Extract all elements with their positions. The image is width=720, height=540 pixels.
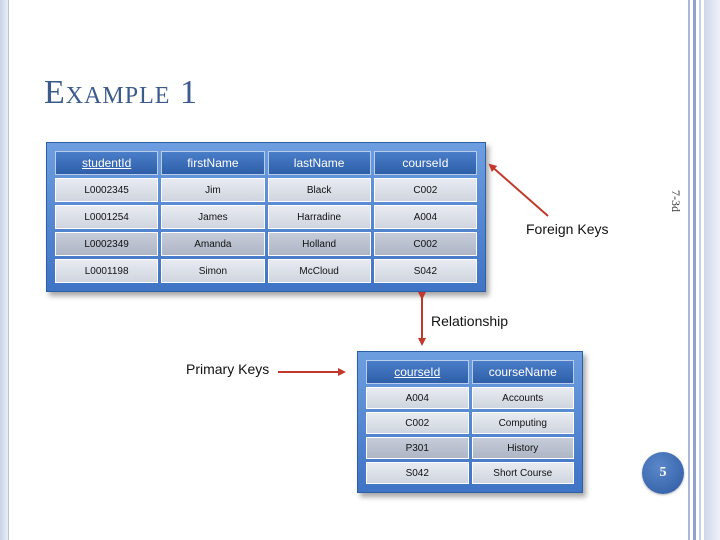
column-header-courseid: courseId — [373, 151, 477, 175]
table-cell: Black — [267, 178, 371, 202]
table-cell: Holland — [267, 232, 371, 256]
table-cell: L0001198 — [55, 259, 159, 283]
page-number-badge: 5 — [642, 452, 684, 494]
table-cell: Harradine — [267, 205, 371, 229]
table-cell: C002 — [373, 178, 477, 202]
foreign-keys-label: Foreign Keys — [526, 221, 609, 237]
table-cell: P301 — [366, 437, 469, 459]
table-cell: L0002345 — [55, 178, 159, 202]
table-row: L0002349 Amanda Holland C002 — [55, 232, 477, 256]
course-data-table: courseId courseName A004 Accounts C002 C… — [363, 357, 577, 487]
primary-keys-label: Primary Keys — [186, 361, 270, 377]
table-cell: A004 — [366, 387, 469, 409]
table-cell: A004 — [373, 205, 477, 229]
stripe — [699, 0, 701, 540]
table-row: S042 Short Course — [366, 462, 574, 484]
table-cell: C002 — [366, 412, 469, 434]
slide-title: Example 1 — [44, 74, 198, 111]
table-header-row: studentId firstName lastName courseId — [55, 151, 477, 175]
table-cell: C002 — [373, 232, 477, 256]
table-header-row: courseId courseName — [366, 360, 574, 384]
table-cell: McCloud — [267, 259, 371, 283]
table-row: C002 Computing — [366, 412, 574, 434]
table-cell: Simon — [161, 259, 265, 283]
table-cell: James — [161, 205, 265, 229]
student-data-table: studentId firstName lastName courseId L0… — [52, 148, 480, 286]
student-table: studentId firstName lastName courseId L0… — [46, 142, 486, 292]
table-cell: History — [471, 437, 574, 459]
column-header-firstname: firstName — [161, 151, 265, 175]
column-header-coursename: courseName — [471, 360, 574, 384]
right-decorative-stripes — [688, 0, 720, 540]
table-row: A004 Accounts — [366, 387, 574, 409]
table-cell: Jim — [161, 178, 265, 202]
table-row: L0001198 Simon McCloud S042 — [55, 259, 477, 283]
table-cell: L0001254 — [55, 205, 159, 229]
table-cell: Amanda — [161, 232, 265, 256]
relationship-label: Relationship — [431, 313, 509, 329]
column-header-courseid: courseId — [366, 360, 469, 384]
table-cell: S042 — [366, 462, 469, 484]
column-header-lastname: lastName — [267, 151, 371, 175]
stripe — [688, 0, 690, 540]
column-header-studentid: studentId — [55, 151, 159, 175]
table-cell: S042 — [373, 259, 477, 283]
table-cell: Accounts — [471, 387, 574, 409]
table-cell: Computing — [471, 412, 574, 434]
side-label: 7-3d — [669, 190, 683, 212]
stripe — [693, 0, 696, 540]
table-row: P301 History — [366, 437, 574, 459]
stripe — [704, 0, 720, 540]
left-border — [0, 0, 9, 540]
course-table: courseId courseName A004 Accounts C002 C… — [357, 351, 583, 493]
table-cell: L0002349 — [55, 232, 159, 256]
table-cell: Short Course — [471, 462, 574, 484]
table-row: L0001254 James Harradine A004 — [55, 205, 477, 229]
foreign-keys-arrow — [488, 163, 549, 217]
table-row: L0002345 Jim Black C002 — [55, 178, 477, 202]
